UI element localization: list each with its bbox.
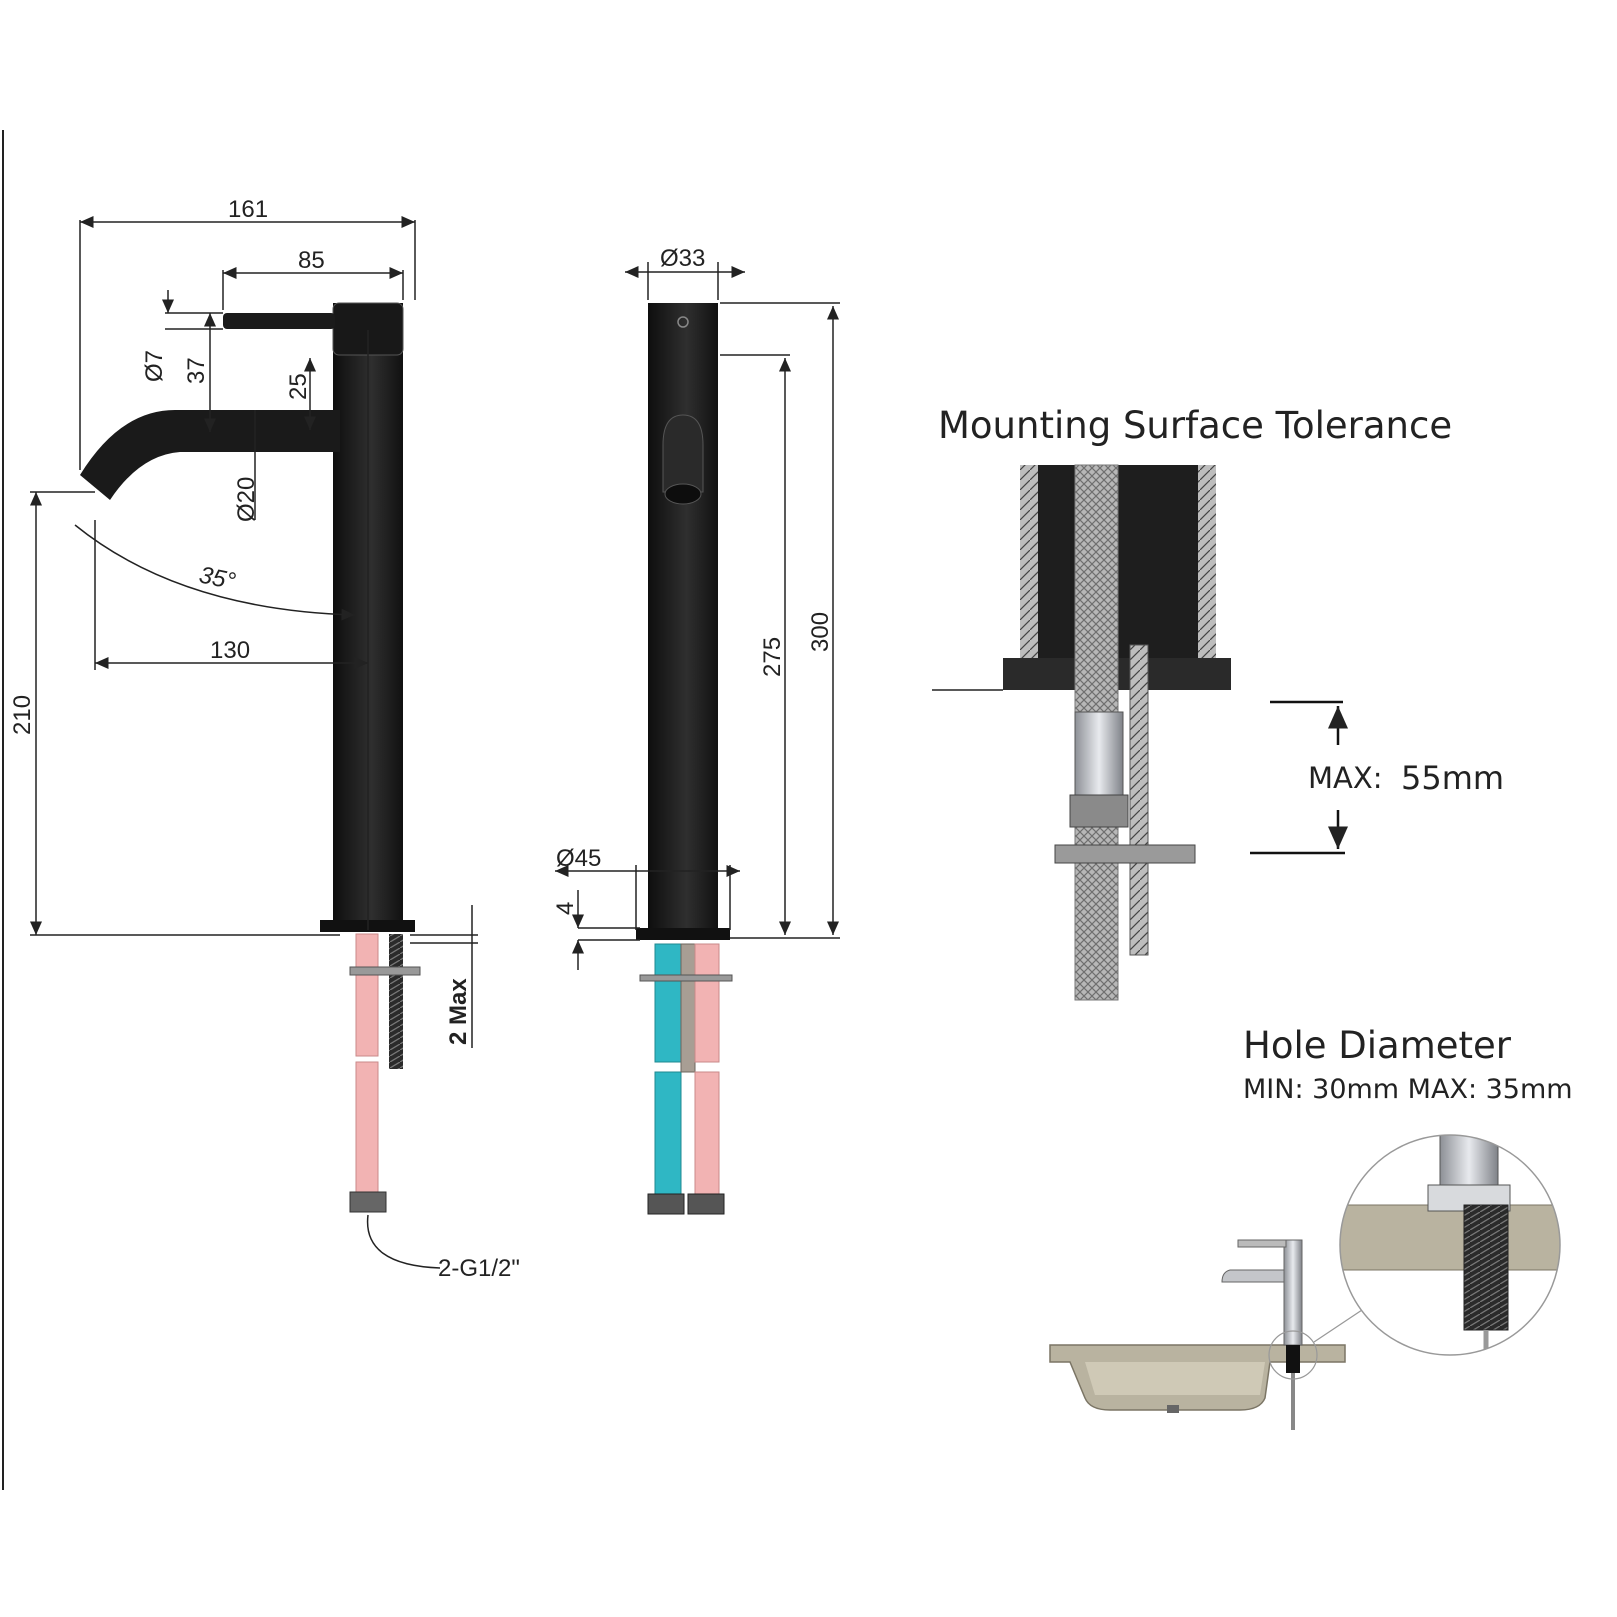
- spout: [80, 410, 340, 500]
- hose-pink-front-lower: [694, 1071, 720, 1195]
- mounting-section: Mounting Surface Tolerance MAX: 55mm: [932, 404, 1504, 1001]
- front-body: [648, 303, 718, 931]
- section-wall-left: [1020, 465, 1038, 660]
- dim-4: 4: [552, 902, 579, 915]
- dim-161: 161: [228, 196, 268, 223]
- detail-marker: [1268, 1330, 1318, 1380]
- dim-130: 130: [210, 637, 250, 664]
- hose-pink-front: [694, 943, 720, 1063]
- dim-d20: Ø20: [233, 477, 260, 522]
- hole-range: MIN: 30mm MAX: 35mm: [1243, 1074, 1573, 1105]
- section-washer: [1054, 844, 1196, 864]
- basin-bowl: [1085, 1362, 1265, 1395]
- washer: [349, 966, 421, 976]
- dim-d33: Ø33: [660, 245, 705, 272]
- front-flange: [636, 928, 730, 940]
- front-nut-right: [687, 1193, 725, 1215]
- dim-35-degree: 35°: [197, 561, 239, 595]
- max-value: 55mm: [1401, 759, 1504, 797]
- dim-25: 25: [285, 373, 312, 400]
- front-spout: [662, 414, 704, 493]
- front-view: Ø33 275 300 Ø45 4: [552, 245, 840, 1215]
- mounting-title: Mounting Surface Tolerance: [938, 404, 1452, 447]
- lever-handle: [223, 313, 335, 329]
- aerator: [664, 483, 702, 505]
- dim-85: 85: [298, 247, 325, 274]
- section-wall-right: [1198, 465, 1216, 660]
- dim-d45: Ø45: [556, 845, 601, 872]
- thread-spec: 2-G1/2": [438, 1255, 520, 1282]
- mini-faucet-lever: [1237, 1239, 1287, 1248]
- dim-d7: Ø7: [141, 350, 168, 382]
- hole-section: Hole Diameter MIN: 30mm MAX: 35mm: [1049, 1024, 1573, 1430]
- hole-title: Hole Diameter: [1243, 1024, 1512, 1067]
- hose-pink: [355, 933, 379, 1057]
- hose-pink-lower: [355, 1061, 379, 1193]
- hose-cyan-lower: [654, 1071, 682, 1195]
- mini-fixing: [1286, 1345, 1300, 1373]
- dim-210: 210: [9, 695, 36, 735]
- hose-cyan: [654, 943, 682, 1063]
- threaded-rod: [389, 934, 403, 1069]
- front-nut-left: [647, 1193, 685, 1215]
- front-indicator: [677, 316, 689, 328]
- dim-2-max: 2 Max: [445, 978, 472, 1045]
- dim-37: 37: [183, 357, 210, 384]
- max-label: MAX:: [1308, 761, 1383, 795]
- mini-faucet-body: [1283, 1239, 1303, 1346]
- basin-drain: [1167, 1405, 1179, 1413]
- hose-nut: [349, 1191, 387, 1213]
- hose-connector: [1074, 711, 1124, 803]
- section-threaded-rod: [1129, 644, 1149, 956]
- dim-275: 275: [759, 637, 786, 677]
- front-washer: [639, 974, 733, 982]
- connector-nut: [1069, 794, 1129, 828]
- threaded-rod-front: [680, 943, 696, 1073]
- zoom-detail: [1340, 1135, 1560, 1355]
- zoom-circle-outline: [1339, 1134, 1561, 1356]
- dim-300: 300: [807, 612, 834, 652]
- side-view: 161 85 Ø7 37 25 Ø20 35° 130 210 2 Max 2-…: [9, 196, 520, 1282]
- mini-faucet-spout: [1221, 1269, 1285, 1283]
